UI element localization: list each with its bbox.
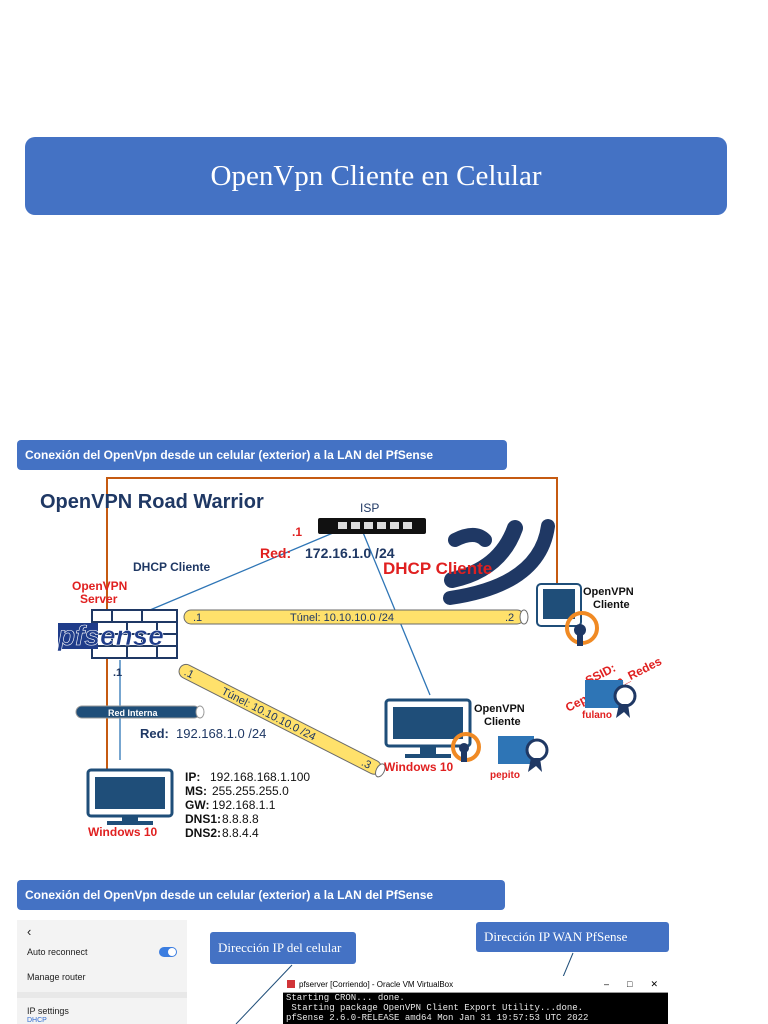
maximize-button[interactable]: □ [627,978,633,989]
openvpn-diagram: OpenVPN Road Warrior ISP .1 Red: 172.16.… [40,477,664,840]
dhcp-left-label: DHCP Cliente [133,560,210,574]
ip-label: IP: [185,770,200,784]
callout-wan-ip-label: Dirección IP WAN PfSense [484,929,628,944]
gw-label: GW: [185,798,209,812]
dns2-value: 8.8.4.4 [222,826,259,840]
key-icon [565,611,599,646]
section-header-1-label: Conexión del OpenVpn desde un celular (e… [25,448,434,462]
monitor-icon-middle [384,698,472,758]
dhcp-right-label: DHCP Cliente [383,559,492,578]
ms-label: MS: [185,784,207,798]
red-wan-prefix: Red: [260,545,291,561]
windows-middle-label: Windows 10 [384,760,454,774]
red-lan-value: 192.168.1.0 /24 [176,726,266,741]
page-title: OpenVpn Cliente en Celular [210,159,542,192]
section-header-1: Conexión del OpenVpn desde un celular (e… [17,440,507,470]
lan-dot1: .1 [113,667,122,679]
dns1-value: 8.8.8.8 [222,812,259,826]
client-phone-l2: Cliente [593,599,630,611]
virtualbox-logo-icon [287,980,295,988]
client-pc-l1: OpenVPN [474,703,525,715]
red-lan-prefix: Red: [140,726,169,741]
pfsense-logo-badge [58,623,98,649]
auto-reconnect-label: Auto reconnect [27,947,88,957]
wifi-symbol-icon [443,519,555,605]
auto-reconnect-toggle[interactable] [159,947,177,957]
virtualbox-title: pfserver [Corriendo] - Oracle VM Virtual… [299,979,454,989]
server-label-1: OpenVPN [72,579,127,593]
close-button[interactable]: ✕ [650,978,658,989]
mobile-device-icon [536,583,582,627]
user-pepito: pepito [490,770,520,781]
red-wan-value: 172.16.1.0 /24 [305,545,395,561]
ip-value: 192.168.168.1.100 [210,770,310,784]
manage-router-item[interactable]: Manage router [27,972,86,982]
callout-phone-ip: Dirección IP del celular [210,932,356,964]
client-phone-l1: OpenVPN [583,586,634,598]
monitor-icon-bottom [86,768,174,825]
gw-value: 192.168.1.1 [212,798,276,812]
user-fulano: fulano [582,710,612,721]
firewall-icon [91,609,178,659]
console-line-1: Starting CRON... done. [286,993,405,1003]
red-interna-label: Red Interna [108,708,159,718]
phone-wifi-settings: ‹ Auto reconnect Manage router IP settin… [17,920,187,1024]
console-line-2: Starting package OpenVPN Client Export U… [286,1003,584,1013]
back-icon[interactable]: ‹ [27,924,32,939]
client-pc-l2: Cliente [484,716,521,728]
tunnel-1-right: .2 [505,612,514,624]
section-header-2-label: Conexión del OpenVpn desde un celular (e… [25,888,434,902]
virtualbox-titlebar: pfserver [Corriendo] - Oracle VM Virtual… [283,976,668,993]
isp-dot1: .1 [292,525,302,539]
ms-value: 255.255.255.0 [212,784,289,798]
wan-line-pfsense [149,529,341,611]
callout-wan-ip: Dirección IP WAN PfSense [476,922,669,952]
title-banner: OpenVpn Cliente en Celular [25,137,727,215]
ip-settings-value: DHCP [27,1017,47,1024]
ip-settings-label[interactable]: IP settings [27,1006,69,1016]
section-header-2: Conexión del OpenVpn desde un celular (e… [17,880,505,910]
minimize-button[interactable]: – [604,978,610,989]
server-label-2: Server [80,592,118,606]
tunnel-1-label: Túnel: 10.10.10.0 /24 [290,612,394,624]
dns2-label: DNS2: [185,826,221,840]
windows-bottom-label: Windows 10 [88,825,158,839]
certificate-icon-pepito [498,736,549,772]
isp-label: ISP [360,501,379,515]
key-icon-pc [451,732,481,762]
virtualbox-window: pfserver [Corriendo] - Oracle VM Virtual… [283,976,668,1024]
certificate-icon-fulano [585,680,637,718]
console-line-3: pfSense 2.6.0-RELEASE amd64 Mon Jan 31 1… [286,1013,589,1023]
diagram-heading: OpenVPN Road Warrior [40,491,264,513]
callout-phone-ip-label: Dirección IP del celular [218,940,342,955]
pfsense-logo: pfsense [57,620,164,651]
dns1-label: DNS1: [185,812,221,826]
tunnel-1-left: .1 [193,612,202,624]
